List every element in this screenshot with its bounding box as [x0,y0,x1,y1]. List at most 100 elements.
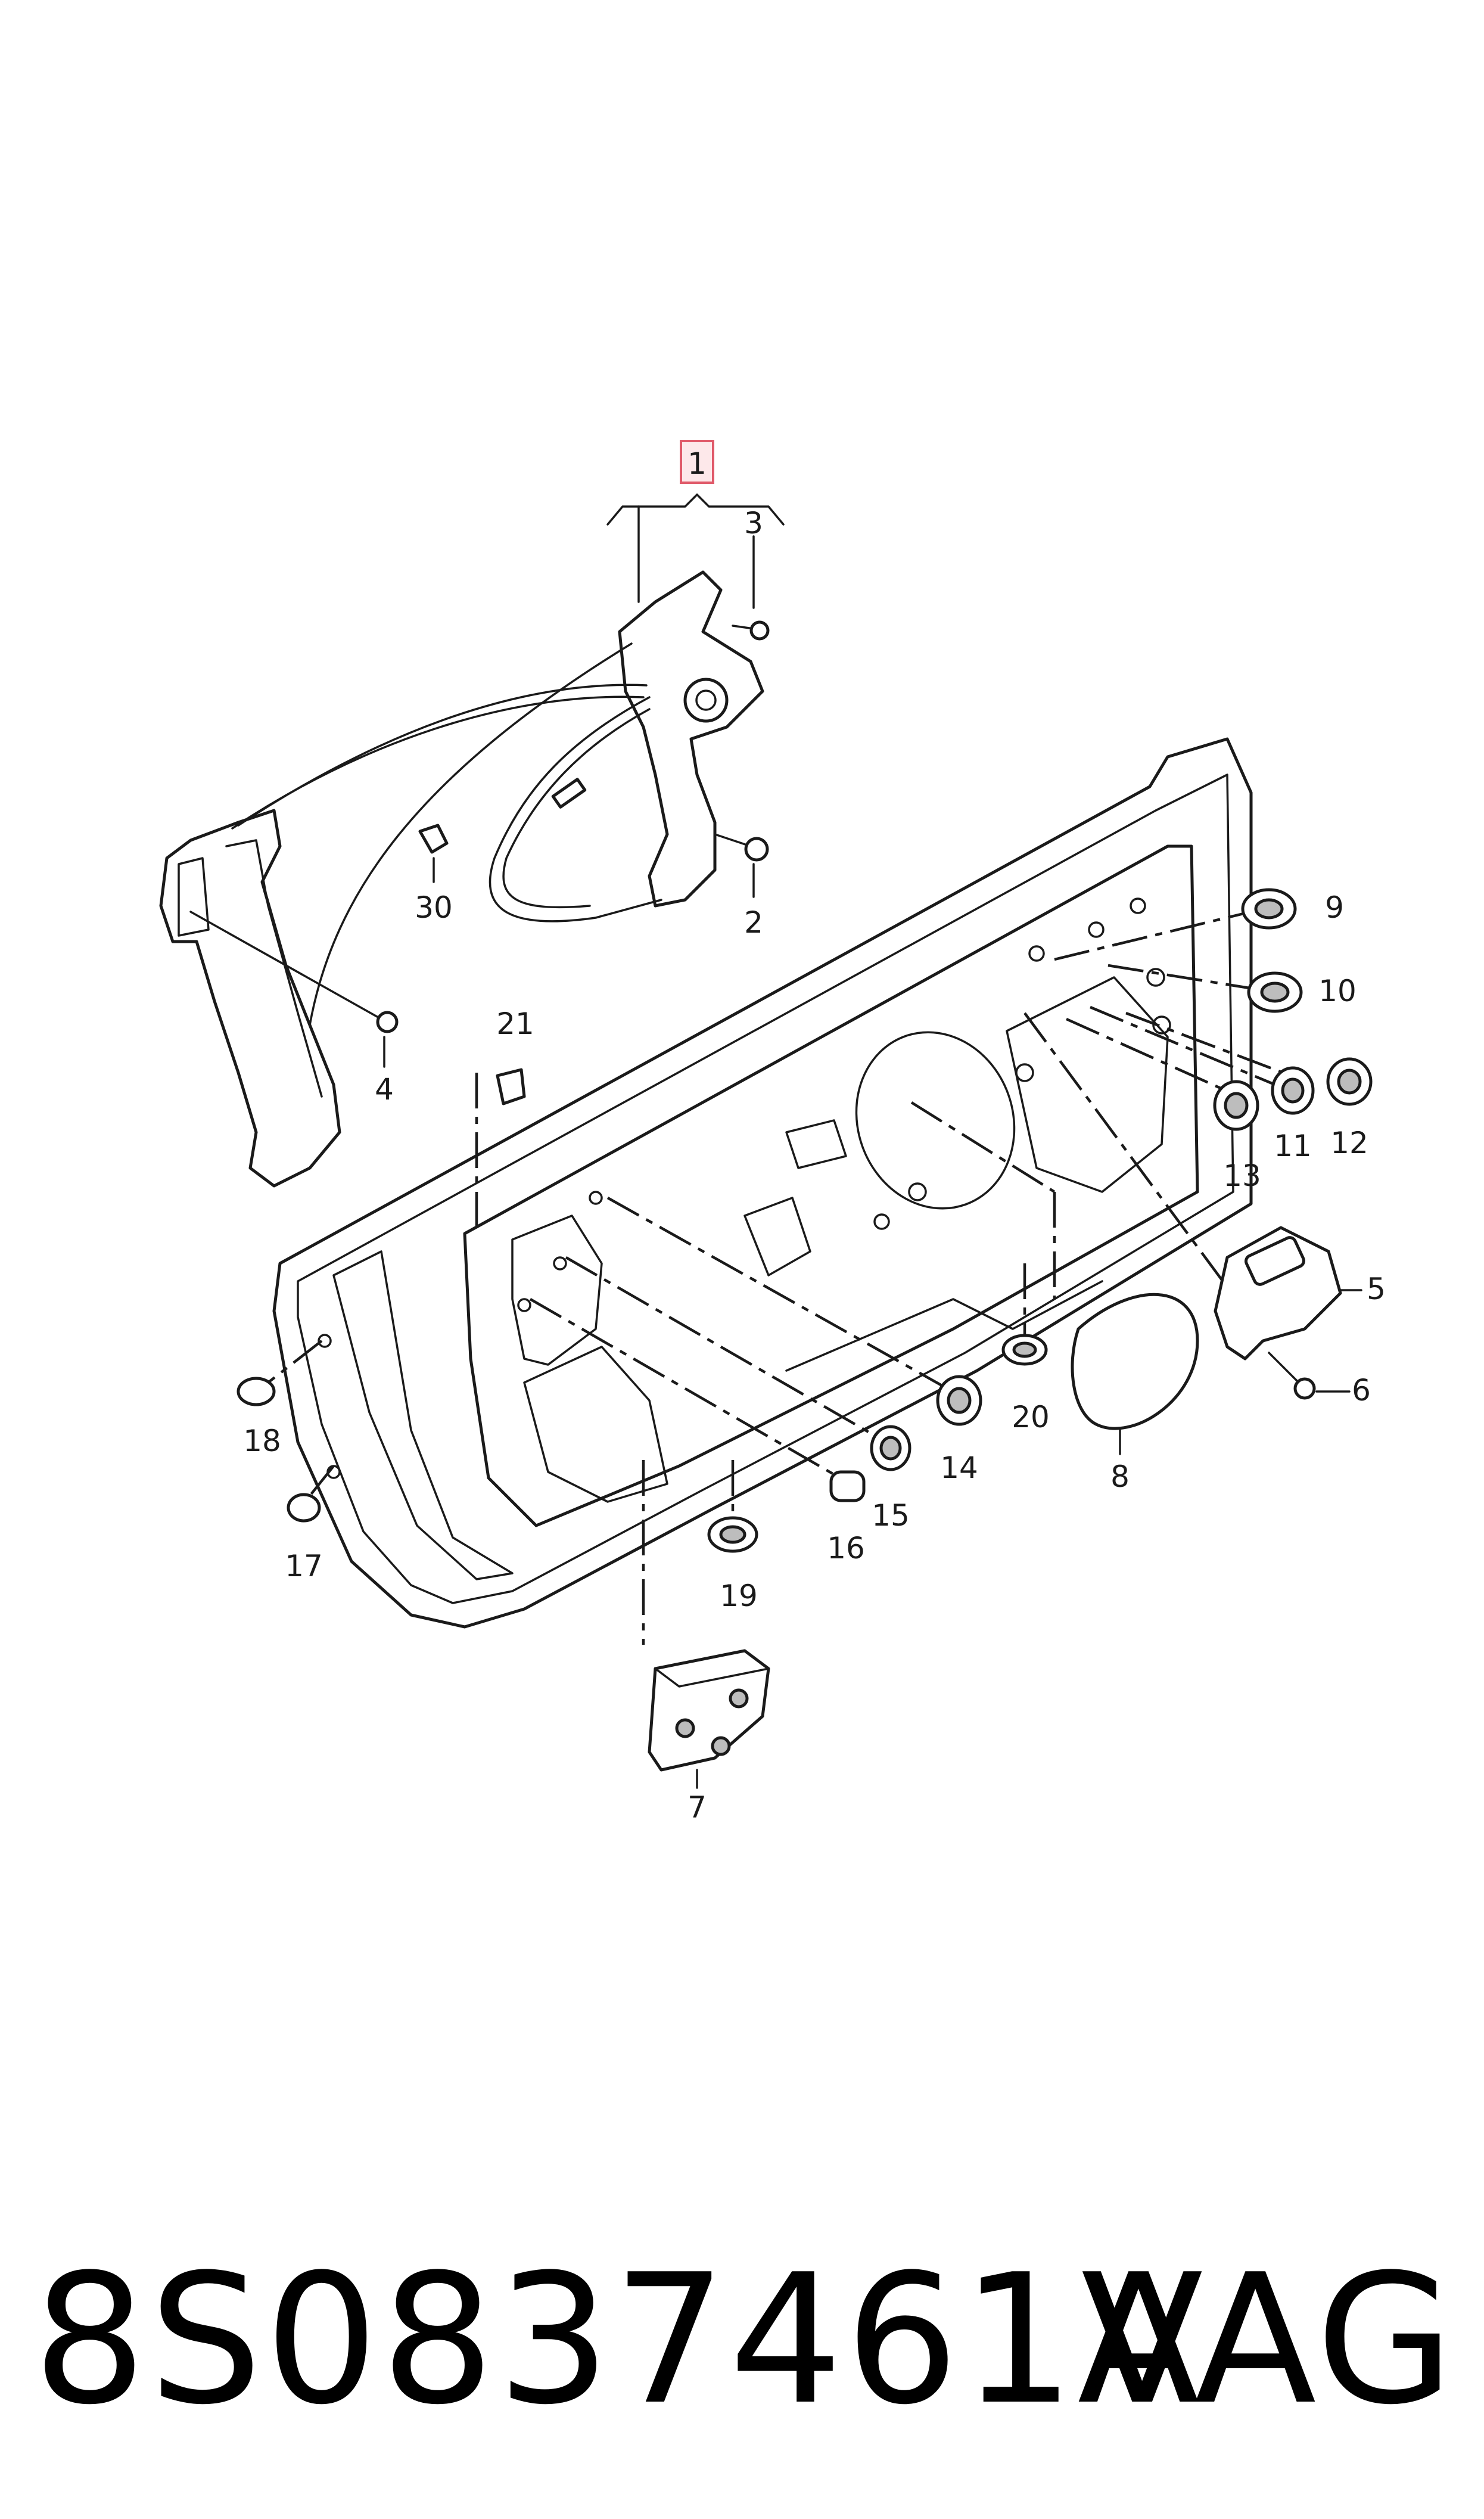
callout-21: 21 [496,1007,534,1041]
callout-16: 16 [827,1531,865,1566]
plug-21 [496,1068,526,1105]
access-cover-8 [1071,1293,1199,1430]
mounting-hole [873,1213,890,1230]
control-module-7 [648,1649,770,1789]
callout-15: 15 [872,1498,910,1533]
rail-inner-edge [225,839,323,1098]
leader-5 [1023,1012,1228,1288]
door-frame-inner-line [297,774,1234,1604]
leader-lines [267,910,1299,1645]
callout-12: 12 [1330,1126,1368,1160]
callout-13: 13 [1223,1158,1261,1193]
callout-30: 30 [415,890,453,925]
assembly-bracket [606,493,785,526]
mounting-hole [589,1191,603,1205]
nut-2 [714,833,769,898]
mounting-hole [1130,897,1146,914]
leader-18 [267,1340,323,1384]
callout-19: 19 [720,1579,758,1613]
bolt-3 [732,620,770,641]
callout-5: 5 [1367,1272,1386,1306]
leader-14 [606,1197,948,1390]
leader-10 [1107,964,1258,991]
mounting-hole [1028,945,1045,962]
rail-bracket-lower [178,857,210,937]
callout-17: 17 [285,1549,323,1583]
screw-30 [418,824,449,883]
leader-12 [1125,1011,1299,1080]
cable-upper [231,695,645,830]
door-edge-hole [318,1334,332,1348]
callout-7: 7 [687,1790,707,1825]
mounting-hole [553,1256,567,1271]
grommet-9 [1241,888,1297,930]
window-regulator-assembly [159,493,785,1188]
grommet-10 [1247,971,1303,1013]
regulator-left-rail [159,809,341,1188]
callout-20: 20 [1012,1400,1050,1434]
cutout-lower-left [523,1346,668,1503]
window-motor-5 [1214,1226,1362,1361]
plug-18 [237,1377,276,1406]
door-hinge-pillar [332,1250,514,1580]
callout-8: 8 [1110,1459,1130,1494]
cable-sleeve [551,778,587,809]
leader-16 [529,1298,841,1479]
grommet-13 [1213,1080,1259,1131]
cable-loop-2 [502,708,651,909]
callout-11: 11 [1274,1129,1312,1163]
leader-8-a [910,1101,1056,1193]
plug-16 [829,1470,866,1502]
callout-10: 10 [1318,974,1357,1008]
leader-17 [309,1465,335,1497]
pulley-hub [695,689,717,711]
callout-2: 2 [744,905,763,940]
leader-9 [1054,910,1252,961]
cable-diagonal [309,642,633,1026]
regulator-pulley [683,678,729,723]
callout-18: 18 [243,1424,281,1458]
callout-labels: 1 2 3 4 5 6 7 8 9 10 11 12 13 14 15 16 1… [243,446,1386,1825]
mounting-hole [1088,921,1105,938]
screw-6 [1268,1352,1351,1400]
callout-14: 14 [940,1450,978,1485]
callout-4: 4 [375,1072,394,1107]
callout-highlight-box [680,440,714,484]
callout-6: 6 [1352,1373,1371,1408]
grommet-14 [936,1375,982,1426]
grommets-and-plugs [237,888,1373,1553]
cable-upper-2 [237,684,648,827]
grommet-19 [707,1516,758,1553]
callout-9: 9 [1325,890,1344,925]
cutout-center [743,1197,811,1276]
leader-11 [1090,1005,1275,1086]
cutout-right [1006,976,1169,1193]
grommet-12 [1326,1057,1373,1106]
grommet-20 [1001,1334,1048,1366]
reinforcement-line [785,1280,1103,1372]
callout-3: 3 [744,506,763,541]
grommet-15 [870,1425,911,1471]
regulator-right-rail [618,570,764,908]
mounting-hole [908,1182,927,1201]
leader-13 [1066,1017,1240,1098]
plug-17 [287,1493,321,1523]
bolt-4 [189,911,399,1068]
door-inner-panel [272,737,1253,1629]
mounting-hole [1015,1063,1034,1082]
speaker-opening [855,1031,1016,1210]
leader-15 [565,1256,877,1437]
cable-loop [489,696,662,923]
inner-sheet-outline [463,844,1199,1527]
mounting-hole [1152,1015,1171,1035]
part-number: 8S0837461A [33,2236,1202,2444]
door-outer-frame [272,737,1253,1629]
grommet-11 [1271,1066,1315,1115]
cutout-small [785,1119,847,1169]
mounting-hole [1146,968,1165,987]
brand-name: VAG [1081,2236,1457,2444]
mounting-hole [517,1298,531,1312]
cutout-upper-left [511,1215,603,1366]
